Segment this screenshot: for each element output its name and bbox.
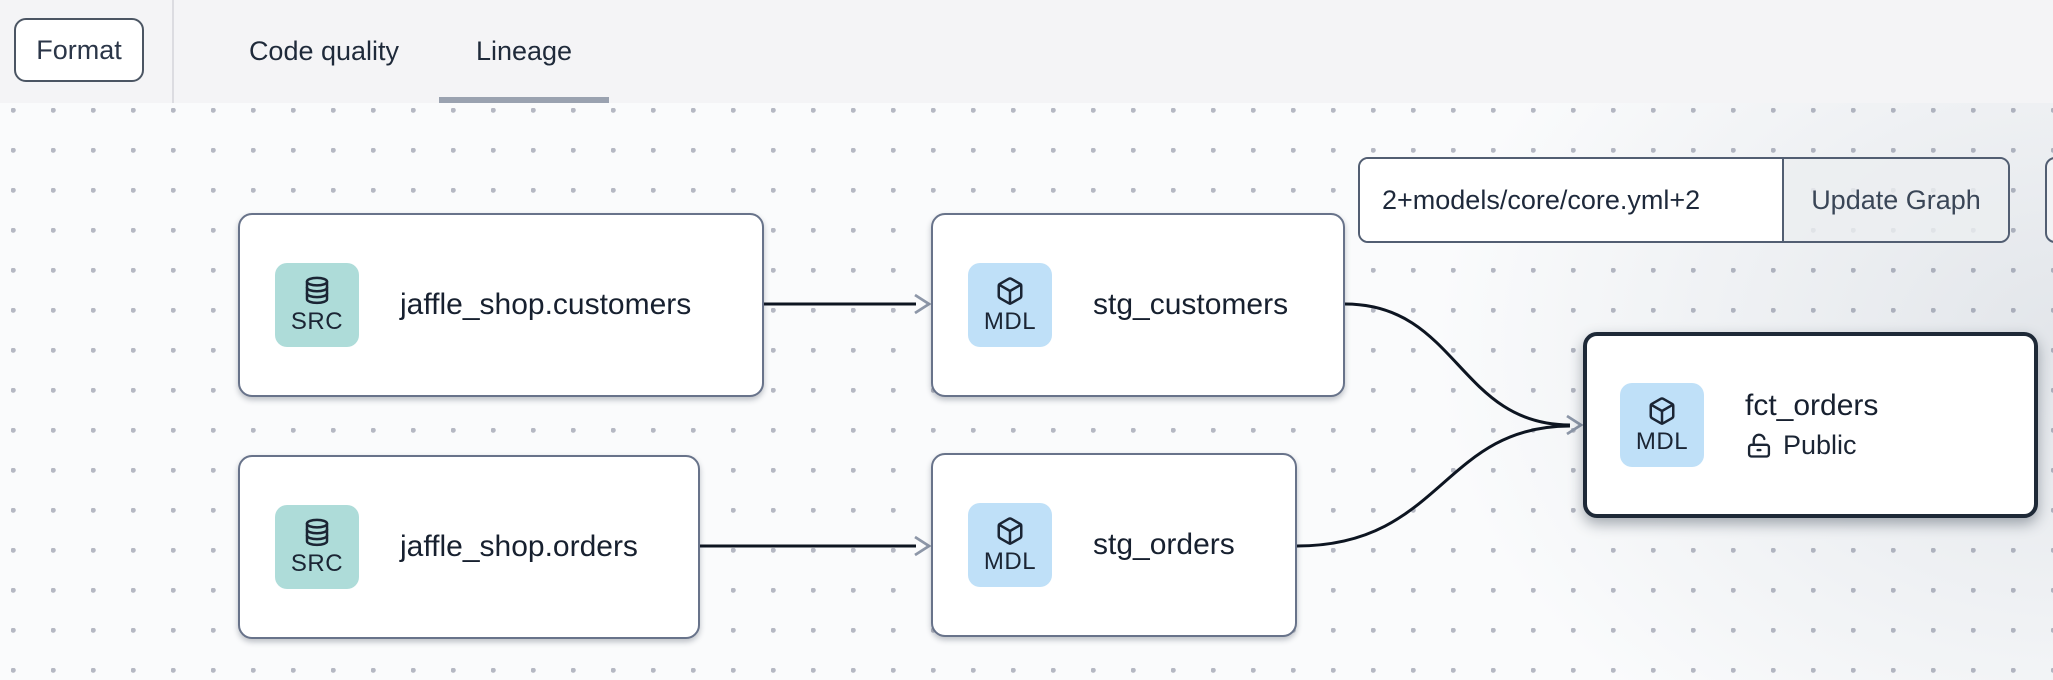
database-icon (305, 518, 329, 546)
cube-icon (997, 516, 1023, 545)
update-graph-button[interactable]: Update Graph (1782, 159, 2008, 241)
active-tab-indicator (439, 97, 609, 103)
source-badge: SRC (275, 263, 359, 347)
node-title: stg_customers (1093, 288, 1289, 321)
model-badge: MDL (1620, 383, 1704, 467)
edge-stg-customers-to-fct-orders (1344, 302, 1571, 427)
edge-arrowhead-icon (914, 535, 932, 557)
model-badge: MDL (968, 503, 1052, 587)
access-label: Public (1783, 430, 1857, 460)
source-badge: SRC (275, 505, 359, 589)
lineage-canvas[interactable]: SRC jaffle_shop.customers MDL stg_custom… (0, 103, 2053, 680)
database-icon (305, 276, 329, 304)
badge-label: MDL (1635, 427, 1689, 455)
badge-label: MDL (983, 307, 1037, 335)
node-title: jaffle_shop.customers (400, 288, 692, 321)
cube-icon (997, 276, 1023, 305)
node-stg-customers[interactable]: MDL stg_customers (931, 213, 1345, 397)
clipped-right-control[interactable] (2045, 157, 2053, 243)
toolbar-divider (172, 0, 174, 103)
node-title: stg_orders (1093, 528, 1235, 561)
badge-label: SRC (290, 307, 344, 335)
model-selector-group: Update Graph (1358, 157, 2010, 243)
toolbar: Format Code quality Lineage (0, 0, 2053, 103)
cube-icon (1649, 396, 1675, 425)
edge-arrowhead-icon (914, 293, 932, 315)
badge-label: MDL (983, 547, 1037, 575)
node-title: jaffle_shop.orders (400, 530, 638, 563)
model-badge: MDL (968, 263, 1052, 347)
access-row: Public (1745, 430, 1878, 461)
unlock-icon (1747, 433, 1771, 458)
lineage-edges (700, 293, 1584, 557)
tab-lineage[interactable]: Lineage (475, 36, 573, 66)
format-button[interactable]: Format (14, 18, 144, 82)
node-jaffle-shop-customers[interactable]: SRC jaffle_shop.customers (238, 213, 764, 397)
edge-arrowhead-icon (1566, 414, 1584, 436)
node-fct-orders[interactable]: MDL fct_orders Public (1583, 332, 2038, 518)
tab-code-quality[interactable]: Code quality (248, 36, 400, 66)
badge-label: SRC (290, 549, 344, 577)
model-selector-input[interactable] (1360, 159, 1782, 241)
edge-stg-orders-to-fct-orders (1296, 424, 1571, 548)
node-title: fct_orders (1745, 389, 1879, 422)
node-stg-orders[interactable]: MDL stg_orders (931, 453, 1297, 637)
node-jaffle-shop-orders[interactable]: SRC jaffle_shop.orders (238, 455, 700, 639)
